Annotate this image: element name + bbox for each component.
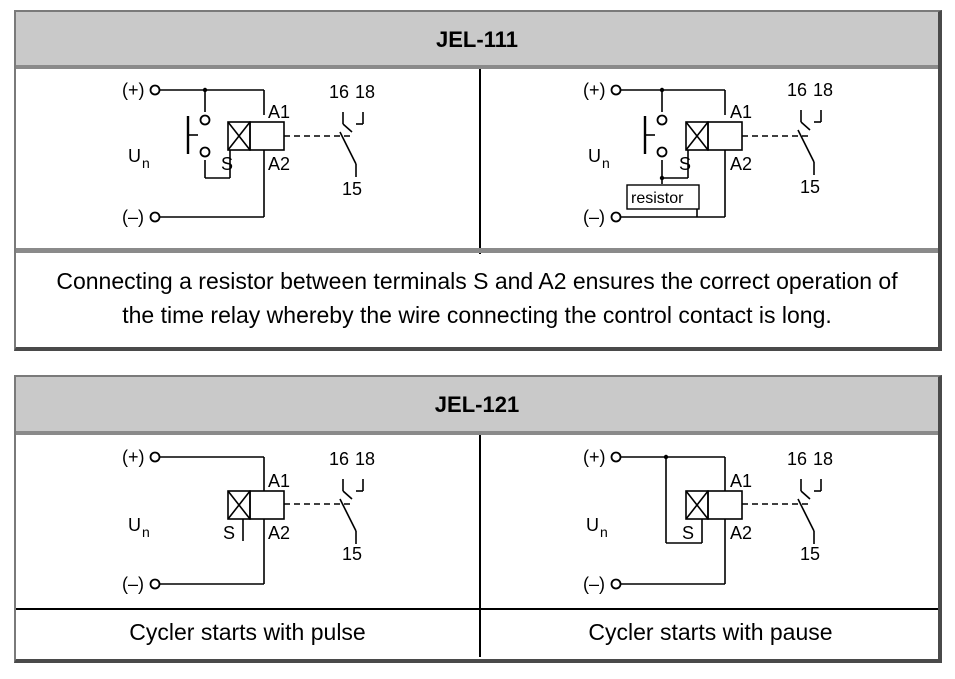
pushbutton-contact	[656, 114, 668, 126]
contact-15-label: 15	[800, 177, 820, 197]
plus-terminal	[610, 84, 622, 96]
plus-label: (+)	[122, 447, 145, 467]
caption-pulse: Cycler starts with pulse	[129, 619, 366, 645]
un-label: U	[588, 146, 601, 166]
minus-label: (–)	[583, 574, 605, 594]
junction-dot	[659, 87, 665, 93]
contact-15-label: 15	[342, 179, 362, 199]
contact-16-label: 16	[787, 449, 807, 469]
plus-terminal	[610, 451, 622, 463]
wiring-diagram-pause: (+) (–) U n A1 A2 S 16 18 15	[583, 447, 833, 594]
wiring-diagram-with-resistor: (+) (–) U n A1 A2 S 16 18 15 resistor	[583, 80, 833, 227]
un-subscript: n	[142, 155, 150, 171]
contact-15-label: 15	[800, 544, 820, 564]
minus-label: (–)	[122, 574, 144, 594]
a2-label: A2	[730, 523, 752, 543]
contact-15-label: 15	[342, 544, 362, 564]
plus-label: (+)	[583, 447, 606, 467]
a1-label: A1	[730, 102, 752, 122]
minus-terminal	[610, 578, 622, 590]
un-label: U	[128, 515, 141, 535]
contact-18-label: 18	[355, 82, 375, 102]
panel-title: JEL-111	[16, 12, 938, 69]
jel-121-panel: JEL-121 Cycler starts with pulse Cycler …	[14, 375, 942, 663]
resistor-label: resistor	[631, 190, 684, 207]
column-divider	[479, 435, 481, 657]
minus-terminal	[149, 211, 161, 223]
panel-title: JEL-121	[16, 377, 938, 435]
pushbutton-contact	[199, 146, 211, 158]
contact-16-label: 16	[329, 82, 349, 102]
a2-label: A2	[268, 523, 290, 543]
minus-terminal	[610, 211, 622, 223]
resistor-box	[626, 184, 700, 210]
wiring-diagram-pushbutton: (+) (–) U n A1 A2 S 16 18 15	[122, 80, 375, 227]
jel-111-panel: JEL-111 Connecting a resistor between te…	[14, 10, 942, 351]
contact-18-label: 18	[355, 449, 375, 469]
s-label: S	[679, 154, 691, 174]
un-subscript: n	[142, 524, 150, 540]
minus-label: (–)	[583, 207, 605, 227]
column-divider	[479, 69, 481, 254]
resistor-note: Connecting a resistor between terminals …	[56, 268, 898, 328]
minus-terminal	[149, 578, 161, 590]
contact-16-label: 16	[787, 80, 807, 100]
row-divider	[16, 608, 938, 610]
minus-label: (–)	[122, 207, 144, 227]
a1-label: A1	[730, 471, 752, 491]
contact-18-label: 18	[813, 80, 833, 100]
junction-dot	[659, 175, 665, 181]
row-divider	[16, 248, 938, 253]
a1-label: A1	[268, 471, 290, 491]
un-subscript: n	[600, 524, 608, 540]
un-subscript: n	[602, 155, 610, 171]
s-label: S	[682, 523, 694, 543]
un-label: U	[586, 515, 599, 535]
caption-pause: Cycler starts with pause	[588, 619, 833, 645]
plus-terminal	[149, 84, 161, 96]
pushbutton-contact	[199, 114, 211, 126]
s-label: S	[223, 523, 235, 543]
a2-label: A2	[730, 154, 752, 174]
wiring-diagram-pulse: (+) (–) U n A1 A2 S 16 18 15	[122, 447, 375, 594]
pushbutton-contact	[656, 146, 668, 158]
plus-terminal	[149, 451, 161, 463]
s-label: S	[221, 154, 233, 174]
plus-label: (+)	[583, 80, 606, 100]
junction-dot	[663, 454, 669, 460]
a1-label: A1	[268, 102, 290, 122]
plus-label: (+)	[122, 80, 145, 100]
a2-label: A2	[268, 154, 290, 174]
contact-16-label: 16	[329, 449, 349, 469]
un-label: U	[128, 146, 141, 166]
contact-18-label: 18	[813, 449, 833, 469]
junction-dot	[202, 87, 208, 93]
